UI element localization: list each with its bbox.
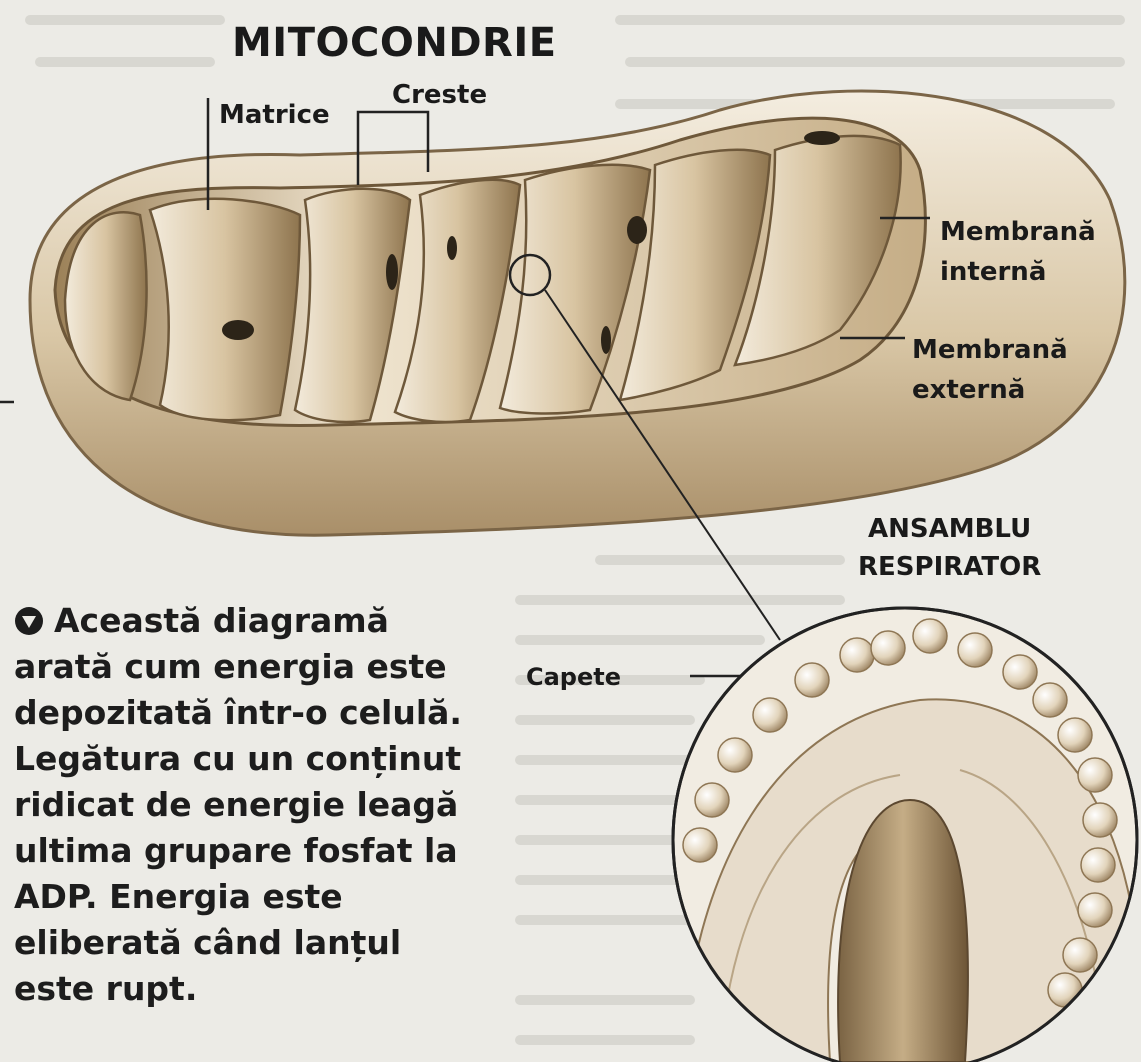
label-membrana-interna: Membrană internă [940,212,1096,292]
triangle-down-icon [14,606,44,636]
label-membrana-externa: Membrană externă [912,330,1068,410]
respiratory-assembly-view [673,608,1141,1062]
label-ansamblu-respirator: ANSAMBLU RESPIRATOR [858,510,1041,586]
diagram-title: MITOCONDRIE [232,20,557,66]
label-matrice: Matrice [219,98,330,132]
caption-text: Această diagramă arată cum energia este … [14,601,462,1008]
figure-caption: Această diagramă arată cum energia este … [14,598,464,1012]
label-creste: Creste [392,78,487,112]
label-capete: Capete [526,660,621,694]
